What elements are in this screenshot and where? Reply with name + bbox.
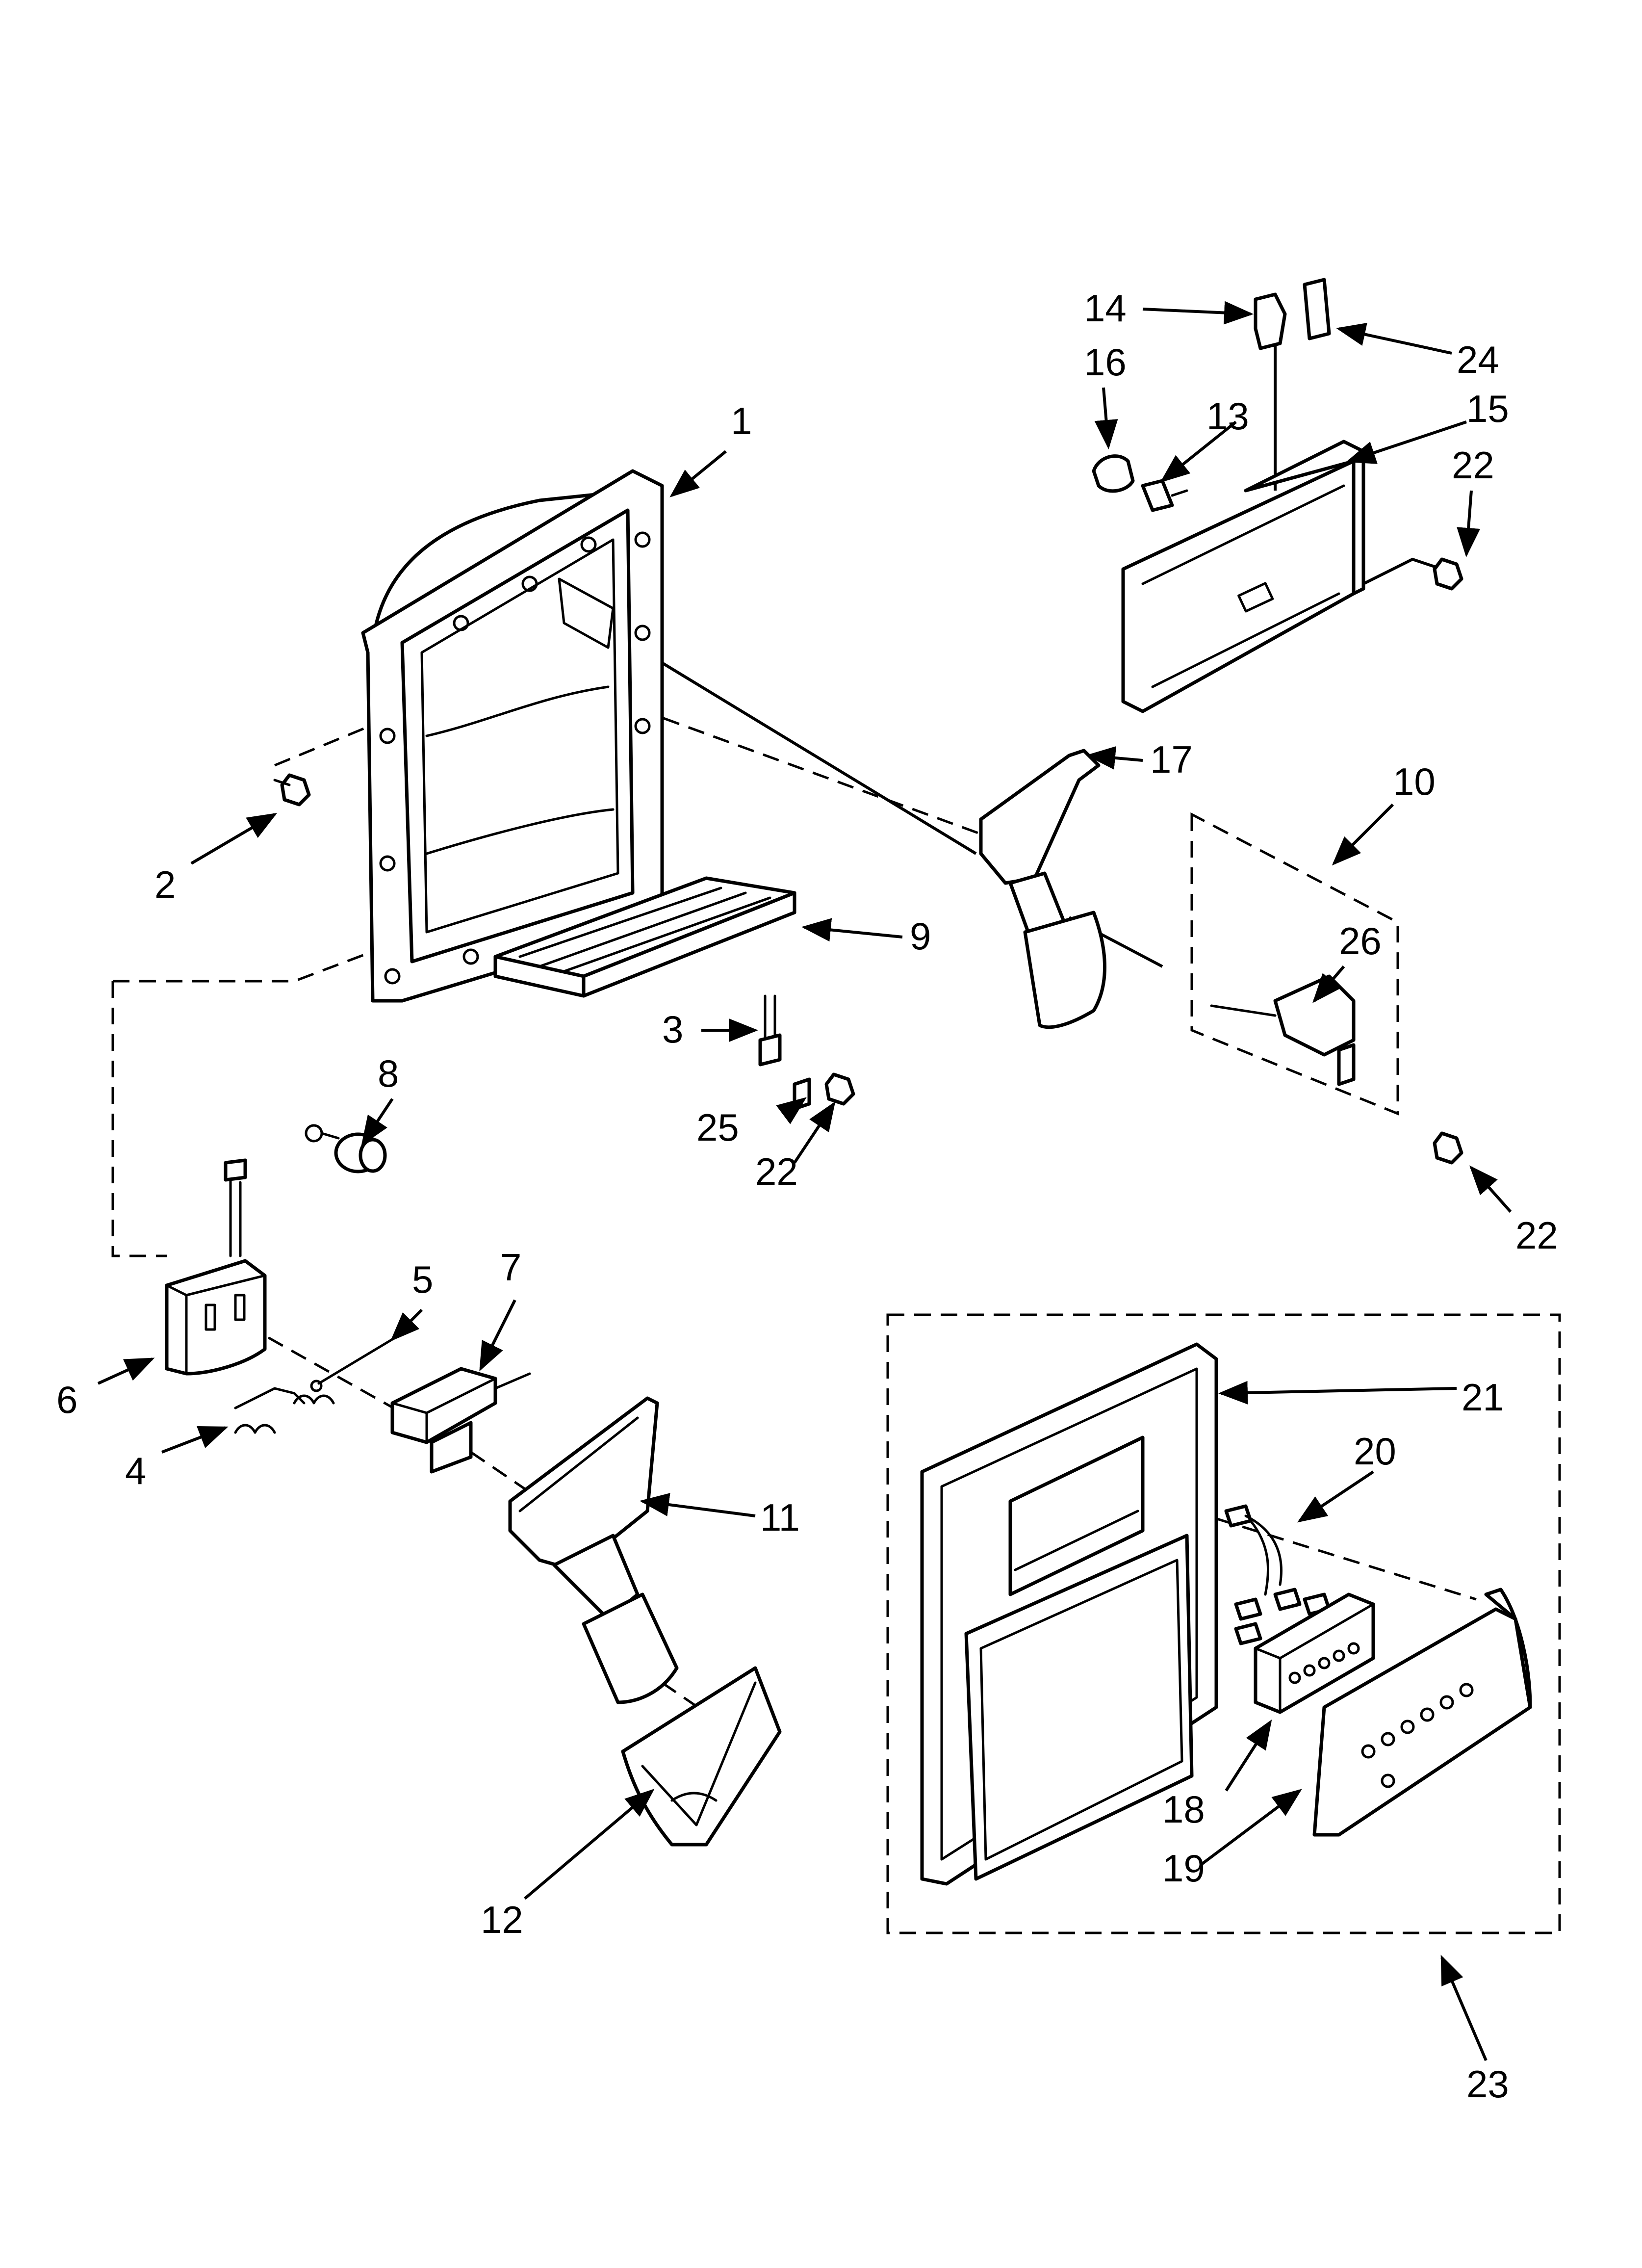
switch-bracket-part-26	[1210, 974, 1356, 1086]
insulator-part-24	[1303, 278, 1331, 340]
control-module-part-6	[165, 1158, 267, 1376]
screw-part-22-center	[824, 1072, 855, 1106]
callout-label-17: 17	[1150, 738, 1193, 781]
callout-label-18: 18	[1162, 1788, 1205, 1831]
screw-part-22-upper	[1433, 557, 1463, 591]
callout-label-3: 3	[662, 1008, 683, 1051]
pin-part-5	[310, 1338, 394, 1392]
switch-part-3	[758, 994, 782, 1067]
control-panel-part-19	[1312, 1588, 1532, 1837]
callout-label-23: 23	[1466, 2062, 1509, 2106]
ice-paddle-part-11	[508, 1396, 679, 1704]
callout-label-20: 20	[1354, 1430, 1396, 1473]
callout-label-22-upper: 22	[1452, 443, 1494, 487]
spring-part-4	[234, 1387, 335, 1434]
screw-part-22-right	[1433, 1131, 1463, 1165]
ice-chute-housing-part-1	[361, 469, 664, 1003]
callout-label-22-center: 22	[755, 1150, 798, 1193]
callout-label-22-right: 22	[1515, 1214, 1558, 1257]
callout-label-8: 8	[378, 1052, 399, 1095]
callout-label-2: 2	[154, 863, 176, 906]
callout-label-13: 13	[1206, 394, 1249, 438]
water-valve-group-part-10	[1190, 812, 1399, 1116]
water-paddle-part-17	[979, 749, 1106, 1029]
wire-harness-part-20	[1224, 1504, 1331, 1645]
callout-label-10: 10	[1393, 760, 1436, 803]
callout-label-21: 21	[1462, 1376, 1504, 1419]
callout-leaders	[97, 301, 1512, 2061]
callout-label-11: 11	[760, 1496, 800, 1539]
callout-label-1: 1	[731, 399, 752, 443]
callout-label-19: 19	[1162, 1847, 1205, 1890]
callout-labels: 1 2 3 4 5 6 7 8 9 10 11 12 13 14 15 16 1…	[56, 287, 1558, 2106]
solenoid-part-8	[305, 1124, 387, 1173]
callout-label-9: 9	[910, 914, 931, 958]
micro-switch-part-14	[1254, 292, 1287, 350]
dispenser-cover-part-21	[920, 1342, 1218, 1886]
control-board-part-18	[1254, 1592, 1375, 1714]
lamp-part-16	[1092, 454, 1135, 493]
drip-tray-part-9	[493, 876, 796, 998]
callout-label-14: 14	[1084, 287, 1127, 330]
callout-label-26: 26	[1339, 919, 1382, 963]
callout-label-6: 6	[56, 1378, 77, 1421]
callout-label-4: 4	[125, 1449, 146, 1492]
actuator-part-7	[390, 1367, 531, 1474]
lamp-socket-part-13	[1141, 479, 1188, 512]
callout-label-16: 16	[1084, 340, 1127, 384]
callout-label-15: 15	[1466, 387, 1509, 430]
callout-label-25: 25	[696, 1106, 739, 1149]
screw-part-2	[273, 773, 311, 807]
callout-label-7: 7	[500, 1246, 521, 1289]
callout-label-5: 5	[412, 1258, 433, 1301]
callout-label-12: 12	[481, 1898, 523, 1941]
callout-label-24: 24	[1457, 338, 1499, 381]
